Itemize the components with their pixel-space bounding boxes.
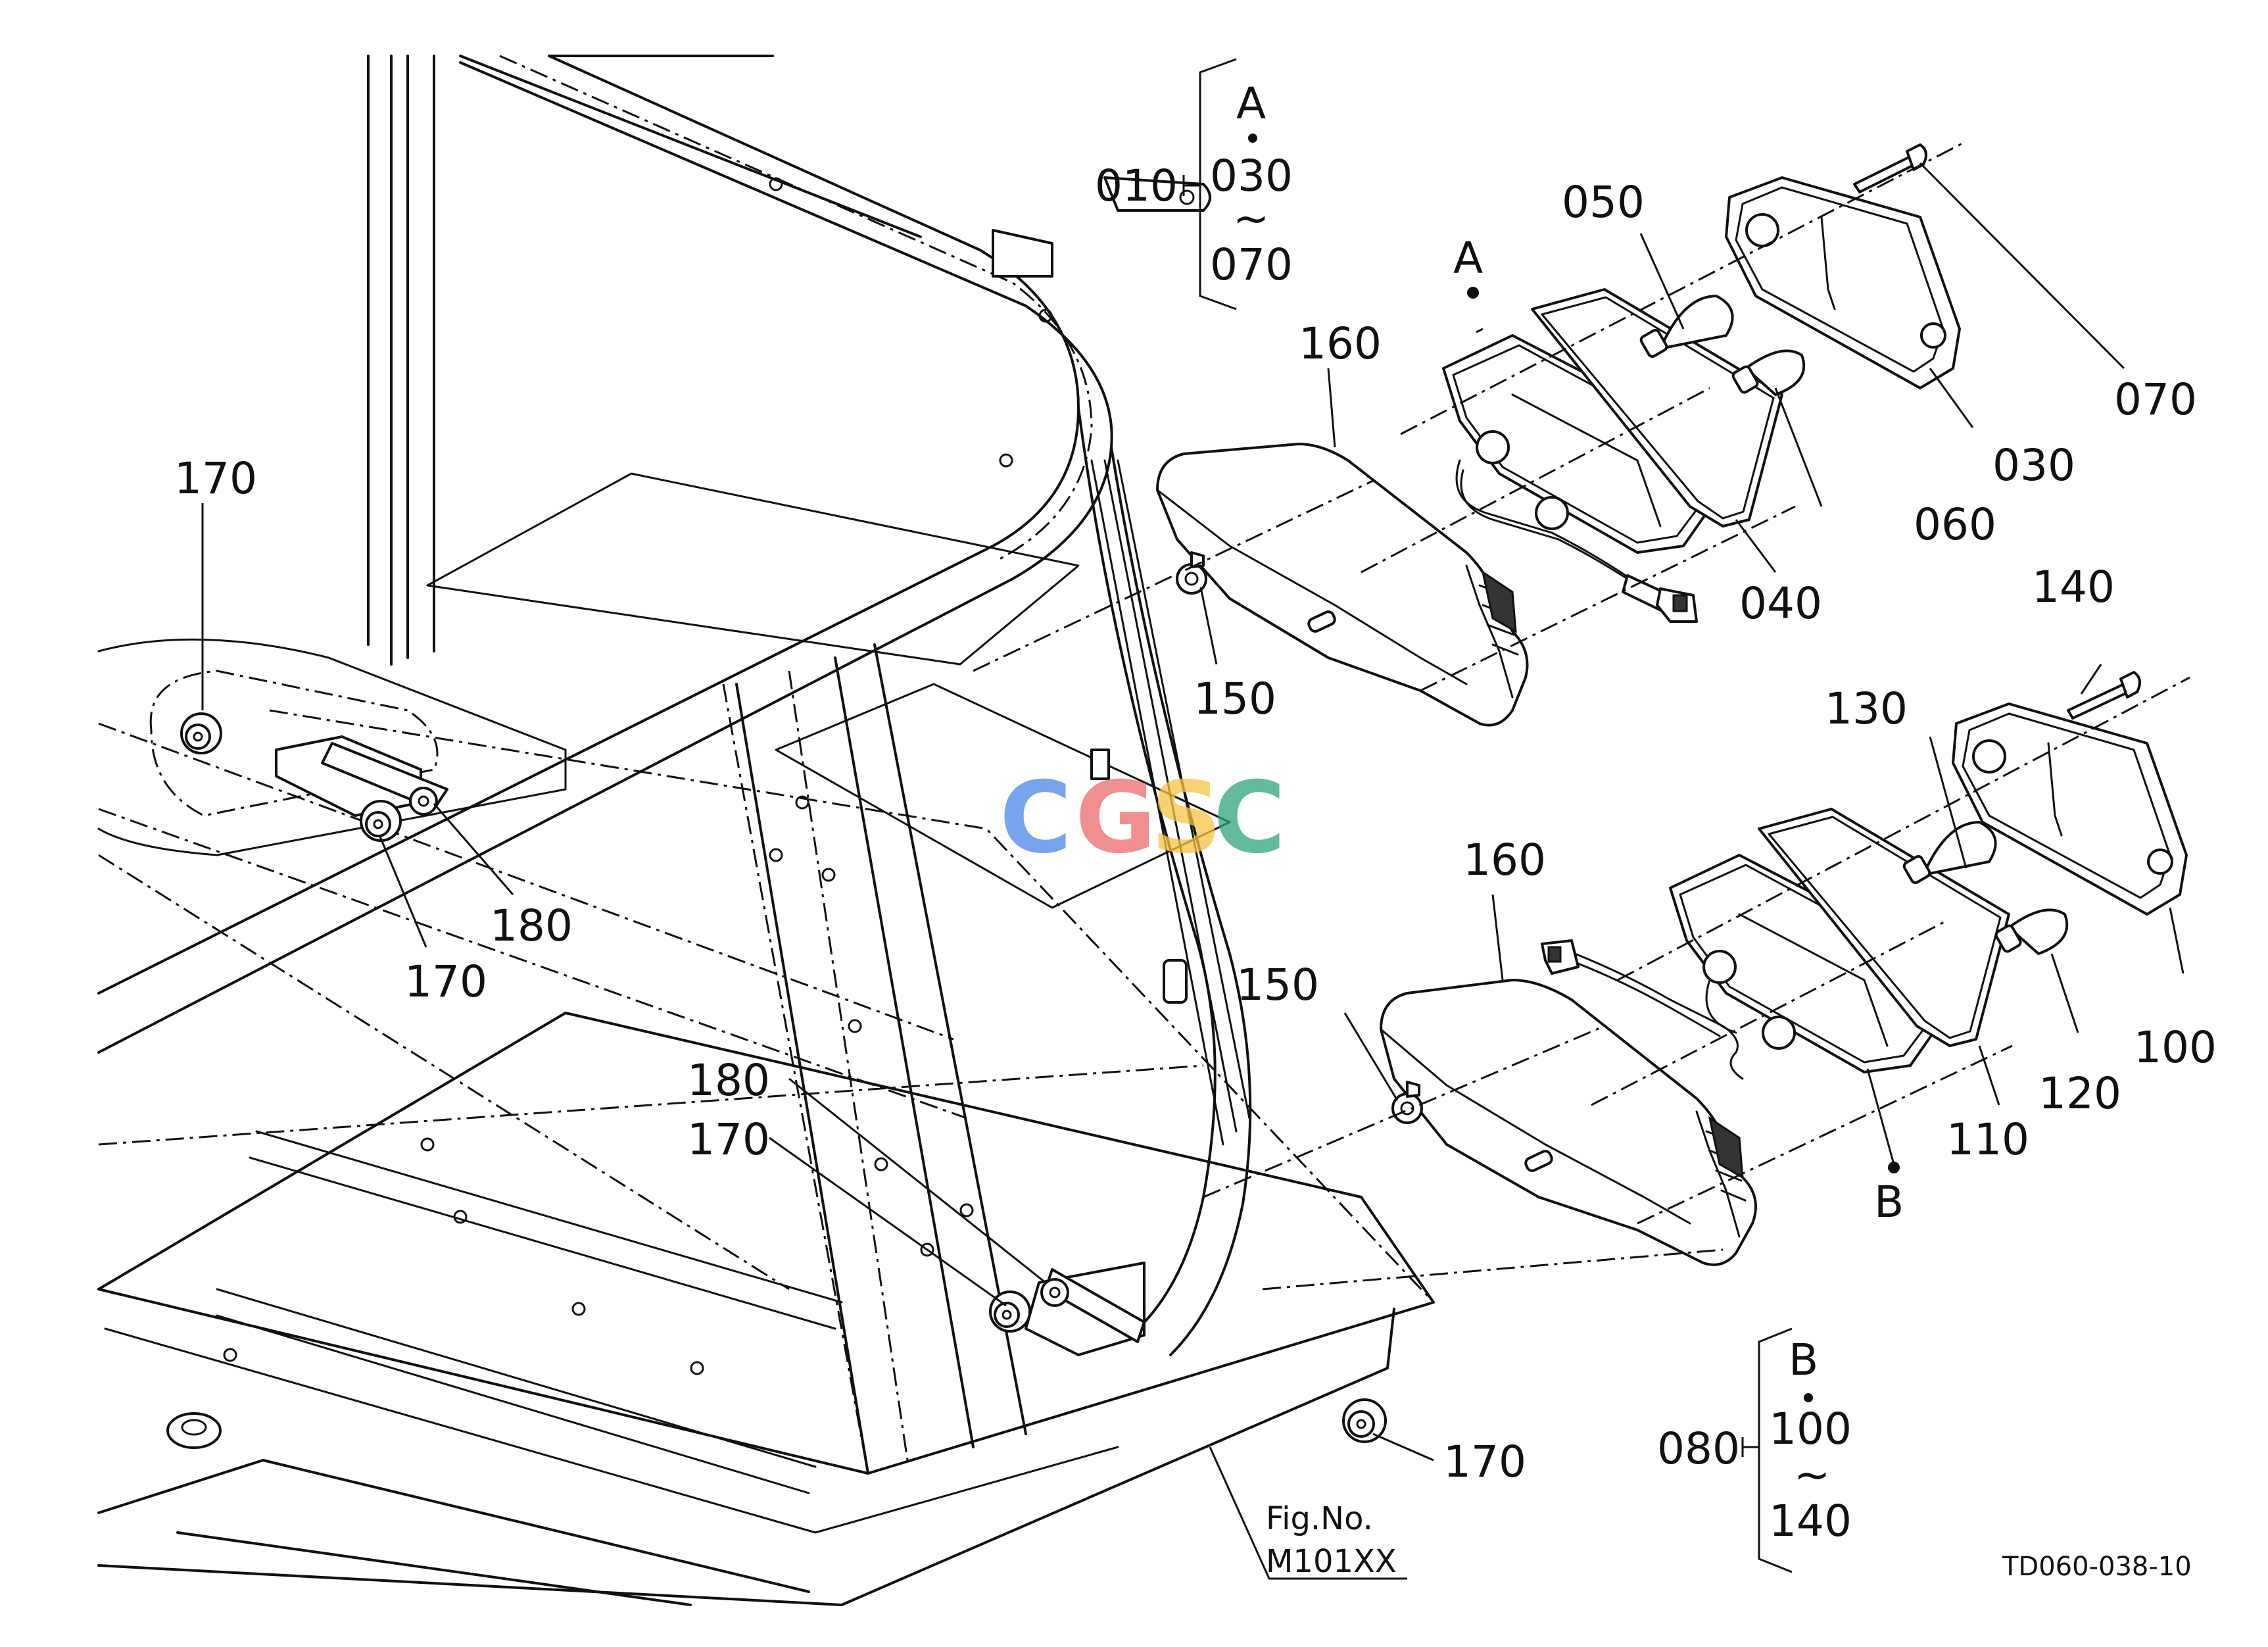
label-170-bottom: 170 xyxy=(1443,1437,1526,1487)
group-b-dot xyxy=(1804,1393,1813,1402)
label-160-upper: 160 xyxy=(1299,318,1382,369)
group-a-to-label: 070 xyxy=(1210,239,1293,290)
bulb-130 xyxy=(1902,821,1997,885)
marker-dot-a xyxy=(1467,287,1479,299)
upper-lamp-assembly xyxy=(973,140,1967,727)
group-a-marker-label: A xyxy=(1236,78,1266,129)
label-150-lower: 150 xyxy=(1236,960,1319,1010)
group-b-tilde: ~ xyxy=(1794,1450,1830,1500)
group-a-ref-label: 010 xyxy=(1095,160,1178,211)
label-180-lower: 180 xyxy=(687,1055,770,1106)
label-110: 110 xyxy=(1946,1114,2029,1165)
label-180-upper: 180 xyxy=(490,900,573,951)
group-bracket-b xyxy=(1741,1327,1793,1573)
group-a-from-label: 030 xyxy=(1210,151,1293,201)
part-labels: 010 A 030 ~ 070 080 B 100 ~ 140 A B 050 … xyxy=(174,78,2217,1582)
screw-140 xyxy=(2067,671,2141,720)
screw-070 xyxy=(1853,143,1927,193)
leader-lines xyxy=(201,162,2184,1580)
label-140: 140 xyxy=(2032,562,2115,612)
watermark-letter-1: C xyxy=(1000,761,1072,875)
lower-lamp-assembly xyxy=(1203,671,2190,1291)
bracket-plate-lower xyxy=(989,1262,1146,1356)
group-b-marker-label: B xyxy=(1789,1335,1818,1385)
label-170-left: 170 xyxy=(174,453,257,504)
group-b-from-label: 100 xyxy=(1769,1404,1852,1454)
frame-holes xyxy=(223,177,1053,1375)
watermark-letter-4: C xyxy=(1213,761,1286,875)
marker-label-b: B xyxy=(1874,1177,1904,1227)
watermark: C G S C xyxy=(1000,761,1286,875)
fig-ref-title: Fig.No. xyxy=(1266,1500,1373,1537)
label-160-lower: 160 xyxy=(1463,835,1546,885)
nut-150-lower xyxy=(1391,1081,1423,1124)
label-120: 120 xyxy=(2039,1068,2121,1119)
label-050: 050 xyxy=(1562,177,1645,228)
marker-dot-b xyxy=(1888,1162,1900,1173)
marker-label-a: A xyxy=(1453,233,1483,283)
drawing-code: TD060-038-10 xyxy=(2002,1552,2192,1582)
label-100: 100 xyxy=(2134,1022,2217,1073)
group-bracket-a xyxy=(1182,58,1237,310)
label-150-upper: 150 xyxy=(1194,674,1276,724)
group-a-dot xyxy=(1248,134,1257,143)
bulb-060 xyxy=(1731,349,1806,396)
lamp-housing-100 xyxy=(1952,702,2188,916)
group-b-ref-label: 080 xyxy=(1657,1423,1740,1474)
fastener-170-bottom xyxy=(1342,1398,1387,1443)
fig-ref-code: M101XX xyxy=(1266,1543,1397,1580)
label-170-mid: 170 xyxy=(404,956,487,1007)
fastener-170-upper-left xyxy=(180,712,222,754)
group-b-to-label: 140 xyxy=(1769,1496,1852,1546)
label-130: 130 xyxy=(1825,683,1908,734)
group-a-tilde: ~ xyxy=(1233,193,1269,244)
bulb-120 xyxy=(1994,908,2069,955)
label-060: 060 xyxy=(1914,499,1996,550)
watermark-letter-2: G xyxy=(1075,761,1156,875)
label-040: 040 xyxy=(1739,578,1822,629)
lamp-housing-030 xyxy=(1725,176,1961,389)
label-030: 030 xyxy=(1992,440,2075,491)
label-070: 070 xyxy=(2114,374,2197,425)
bulb-050 xyxy=(1639,295,1734,358)
bracket-plate-upper xyxy=(275,735,448,842)
nut-150-upper xyxy=(1176,551,1207,595)
label-170-lower: 170 xyxy=(687,1114,770,1165)
watermark-letter-3: S xyxy=(1151,761,1222,875)
